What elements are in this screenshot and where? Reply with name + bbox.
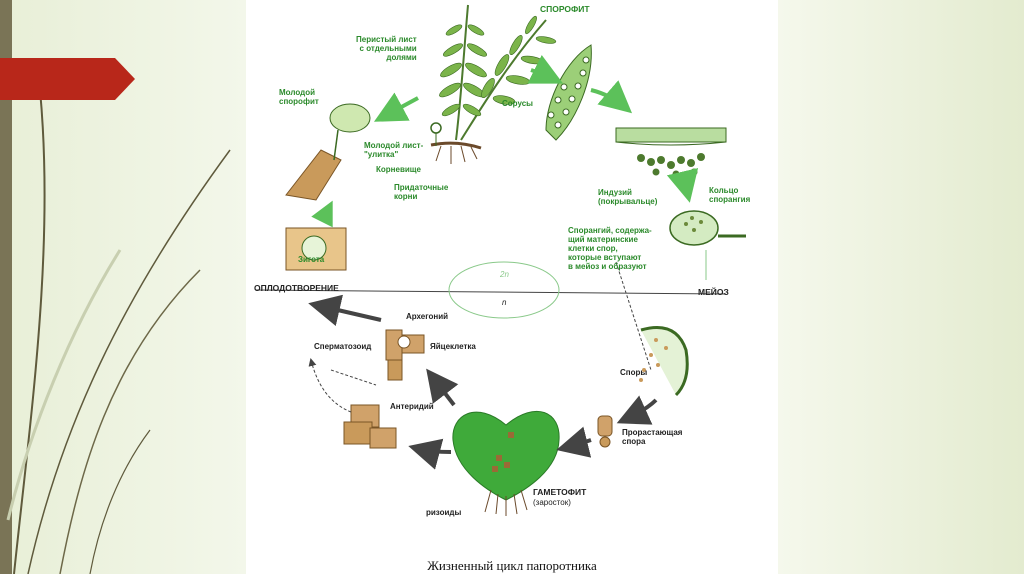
label-adventitious-roots: Придаточные корни xyxy=(394,183,448,201)
label-indusium: Индузий (покрывальце) xyxy=(598,188,657,206)
label-archegonium: Архегоний xyxy=(406,312,448,321)
sporangium-illustration xyxy=(670,211,746,245)
pinna-with-sori-illustration xyxy=(546,45,591,140)
label-prothallus: (заросток) xyxy=(533,498,571,507)
label-rhizoids: ризоиды xyxy=(426,508,461,517)
label-fertilization: ОПЛОДОТВОРЕНИЕ xyxy=(254,284,339,293)
diagram-panel: СПОРОФИТ Перистый лист с отдельными доля… xyxy=(246,0,778,574)
open-sporangium-illustration xyxy=(639,328,687,396)
leaf-section-illustration xyxy=(616,128,726,178)
label-sperm: Сперматозоид xyxy=(314,342,371,351)
antheridium-illustration xyxy=(344,405,396,448)
fern-frond-illustration xyxy=(431,5,556,164)
young-sporophyte-illustration xyxy=(286,104,370,200)
label-sporangium-ring: Кольцо спорангия xyxy=(709,186,750,204)
label-gametophyte: ГАМЕТОФИТ xyxy=(533,488,586,497)
label-rhizome: Корневище xyxy=(376,165,421,174)
label-young-leaf: Молодой лист- "улитка" xyxy=(364,141,423,159)
label-egg: Яйцеклетка xyxy=(430,342,476,351)
label-2n: 2n xyxy=(500,270,509,279)
slide-background-right xyxy=(778,0,1024,574)
label-n: n xyxy=(502,298,506,307)
label-sori: Сорусы xyxy=(502,99,533,108)
figure-caption: Жизненный цикл папоротника xyxy=(246,558,778,574)
label-meiosis: МЕЙОЗ xyxy=(698,288,729,297)
ribbon-arrow xyxy=(0,58,135,100)
label-sporophyte: СПОРОФИТ xyxy=(540,5,590,14)
germinating-spore-illustration xyxy=(598,416,612,447)
label-young-sporophyte: Молодой спорофит xyxy=(279,88,319,106)
label-spores: Споры xyxy=(620,368,647,377)
label-antheridium: Антеридий xyxy=(390,402,434,411)
archegonium-illustration xyxy=(386,330,424,380)
label-pinnate-leaf: Перистый лист с отдельными долями xyxy=(356,35,417,62)
label-sporangium-description: Спорангий, содержа- щий материнские клет… xyxy=(568,226,652,271)
label-germinating-spore: Прорастающая спора xyxy=(622,428,682,446)
label-zygote: Зигота xyxy=(298,255,324,264)
